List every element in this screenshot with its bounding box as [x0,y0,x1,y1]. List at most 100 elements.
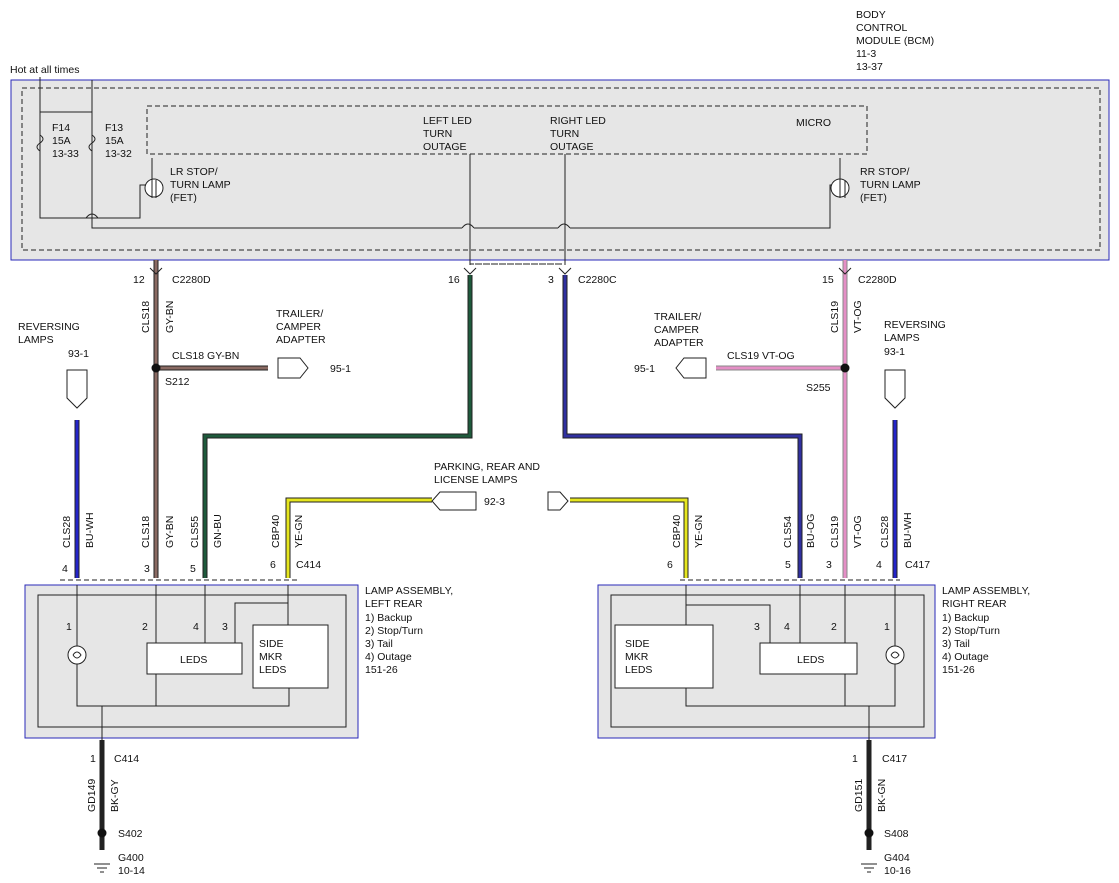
svg-text:SIDE: SIDE [625,638,650,650]
svg-text:S408: S408 [884,828,909,840]
right-leds-block [759,642,858,675]
left-side-mkr-block [252,624,329,689]
svg-text:CLS18: CLS18 [140,516,152,548]
trailer-label-left: TRAILER/ CAMPER ADAPTER [276,308,326,346]
svg-text:151-26: 151-26 [942,664,975,676]
svg-text:C414: C414 [296,559,321,571]
svg-text:G400: G400 [118,852,144,864]
bcm-micro-outline [146,105,868,155]
svg-text:CLS28: CLS28 [879,516,891,548]
right-side-mkr-block [614,624,714,689]
svg-text:TRAILER/: TRAILER/ [276,308,323,320]
svg-text:15A: 15A [105,135,124,147]
svg-text:CONTROL: CONTROL [856,22,907,34]
svg-text:MODULE (BCM): MODULE (BCM) [856,35,934,47]
svg-text:LEDS: LEDS [625,664,652,676]
bcm-connector-chevrons [149,267,852,275]
right-led-label: RIGHT LED TURN OUTAGE [550,115,606,153]
wire-bu-og [562,275,803,578]
trailer-connector-right [675,357,707,379]
reversing-connector-right [884,369,906,409]
svg-text:OUTAGE: OUTAGE [550,141,594,153]
svg-text:BK-GN: BK-GN [876,779,888,812]
svg-text:TURN: TURN [423,128,452,140]
svg-text:(FET): (FET) [170,192,197,204]
svg-text:REVERSING: REVERSING [884,319,946,331]
trailer-ref-right: 95-1 [634,363,655,375]
svg-text:MKR: MKR [259,651,283,663]
svg-text:5: 5 [190,563,196,575]
parking-connector-right [547,491,569,511]
left-pins: 4 3 5 6 C414 [62,559,321,575]
c2280d-left: C2280D [172,274,211,286]
svg-text:ADAPTER: ADAPTER [276,334,326,346]
right-side-mkr-label: SIDE MKR LEDS [625,638,652,676]
svg-text:CBP40: CBP40 [671,515,683,548]
svg-text:CBP40: CBP40 [270,515,282,548]
pin-16: 16 [448,274,460,286]
svg-text:4: 4 [784,621,790,633]
wire-ye-gn [285,497,689,578]
svg-text:G404: G404 [884,852,910,864]
left-leds-block [146,642,243,675]
pin-3: 3 [548,274,554,286]
svg-text:C414: C414 [114,753,139,765]
bcm-label: BODY CONTROL MODULE (BCM) 11-3 13-37 [856,9,934,73]
svg-text:13-32: 13-32 [105,148,132,160]
svg-text:15A: 15A [52,135,71,147]
svg-text:2: 2 [831,621,837,633]
wire-vt-og [716,260,848,578]
pin-15: 15 [822,274,834,286]
svg-text:13-37: 13-37 [856,61,883,73]
lr-stop-label: LR STOP/ TURN LAMP (FET) [170,166,231,204]
svg-text:3) Tail: 3) Tail [942,638,970,650]
right-internal-wiring [685,585,896,740]
left-backup-bulb-icon [67,645,87,665]
cls19-vt-og-h: CLS19 VT-OG [727,350,795,362]
svg-text:BU-OG: BU-OG [805,514,817,548]
svg-text:C417: C417 [905,559,930,571]
splice-s212 [151,363,161,373]
svg-text:TURN LAMP: TURN LAMP [860,179,921,191]
right-backup-bulb-icon [885,645,905,665]
splice-s408 [864,828,874,838]
svg-text:BODY: BODY [856,9,886,21]
svg-text:ADAPTER: ADAPTER [654,337,704,349]
ground-right-icon [861,863,877,873]
svg-text:OUTAGE: OUTAGE [423,141,467,153]
svg-text:4: 4 [876,559,882,571]
svg-text:BU-WH: BU-WH [84,512,96,548]
svg-text:10-14: 10-14 [118,865,145,877]
left-side-mkr-label: SIDE MKR LEDS [259,638,286,676]
ground-left-icon [94,863,110,873]
left-leds-label: LEDS [180,654,207,666]
s255-label: S255 [806,382,831,394]
svg-text:CAMPER: CAMPER [276,321,321,333]
svg-text:YE-GN: YE-GN [293,515,305,548]
rr-stop-label: RR STOP/ TURN LAMP (FET) [860,166,921,204]
ground-right-labels: 1 C417 S408 G404 10-16 [852,753,911,877]
svg-text:CLS28: CLS28 [61,516,73,548]
svg-text:REVERSING: REVERSING [18,321,80,333]
svg-text:C417: C417 [882,753,907,765]
svg-text:LEFT LED: LEFT LED [423,115,472,127]
svg-text:(FET): (FET) [860,192,887,204]
svg-text:6: 6 [270,559,276,571]
splice-s402 [97,828,107,838]
svg-text:CLS55: CLS55 [189,516,201,548]
svg-text:3: 3 [144,563,150,575]
svg-text:1: 1 [884,621,890,633]
ground-left-labels: 1 C414 S402 G400 10-14 [90,753,145,877]
right-assembly-title: LAMP ASSEMBLY, RIGHT REAR [942,585,1030,610]
svg-text:GY-BN: GY-BN [164,301,176,333]
svg-text:1: 1 [90,753,96,765]
svg-text:CAMPER: CAMPER [654,324,699,336]
pin-12: 12 [133,274,145,286]
svg-text:YE-GN: YE-GN [693,515,705,548]
svg-text:13-33: 13-33 [52,148,79,160]
svg-text:4: 4 [62,563,68,575]
svg-text:GY-BN: GY-BN [164,516,176,548]
svg-text:RR STOP/: RR STOP/ [860,166,909,178]
left-led-label: LEFT LED TURN OUTAGE [423,115,472,153]
